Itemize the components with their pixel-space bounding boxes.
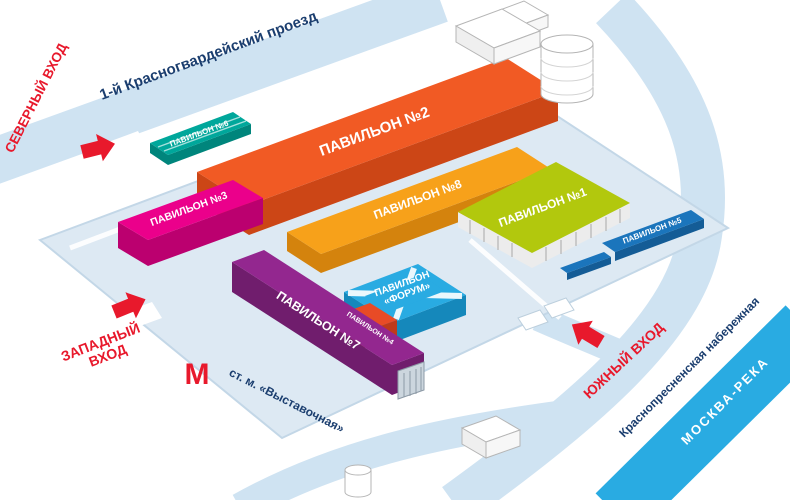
pavilion-5-front: [615, 219, 704, 261]
pavilion-6-front: [168, 124, 251, 165]
pavilion-3: [118, 180, 263, 266]
south-gate-block-2: [543, 297, 575, 319]
pavilion-2-front: [249, 91, 558, 235]
pavilion-6-left: [150, 143, 168, 165]
pavilion-5: [560, 210, 704, 280]
pavilion-1-roof: [458, 162, 630, 253]
pavilion-5-annex-front: [567, 257, 611, 280]
pavilion-7: [232, 250, 425, 400]
pavilion-5-roof: [602, 210, 704, 252]
building-c-right: [485, 429, 521, 459]
pavilion-2-roof: [197, 58, 558, 205]
pavilion-3-front: [148, 198, 263, 266]
west-entrance-label: ЗАПАДНЫЙ ВХОД: [58, 317, 151, 378]
pavilion-1-columns: [469, 209, 621, 261]
road-bottom: [232, 399, 574, 500]
pavilion-8-roof: [287, 147, 551, 254]
gas-tank-top: [540, 34, 594, 54]
pavilion-6: [150, 112, 251, 165]
west-arrow-icon: [111, 292, 146, 319]
pavilion-7-atrium-glazing: [403, 367, 422, 397]
small-tank-body: [344, 470, 372, 498]
pavilion-1-front-left: [458, 212, 532, 268]
pavilion-6-stripes: [157, 116, 247, 152]
north-arrow-icon: [80, 134, 115, 162]
river-band: [595, 305, 790, 500]
gas-tank-body: [540, 44, 594, 104]
north-entrance-stub: [92, 131, 152, 175]
gas-tank-stripes: [540, 57, 594, 96]
building-b-right: [493, 30, 541, 65]
road-krasnogvardeysky: [0, 0, 448, 184]
pavilion-3-left: [118, 222, 148, 266]
walkway-south: [468, 238, 562, 320]
entrance-arrows: [80, 134, 605, 349]
pavilion-1: [458, 162, 630, 268]
west-entrance-stub: [108, 302, 162, 334]
pavilion-7-front: [232, 262, 392, 395]
pavilion-7-roof: [232, 250, 424, 365]
pavilion-3-roof: [118, 180, 263, 240]
small-tank-top: [344, 464, 372, 476]
south-arrow-icon: [571, 320, 605, 349]
forum-roof-center: [365, 275, 445, 312]
south-gate-block-1: [517, 309, 549, 331]
pavilion-5-annex-roof: [560, 252, 611, 273]
pavilion-8-left: [287, 232, 321, 273]
service-buildings: [344, 0, 594, 498]
metro-logo-icon: М: [185, 358, 210, 391]
forum-front-right: [392, 295, 466, 343]
